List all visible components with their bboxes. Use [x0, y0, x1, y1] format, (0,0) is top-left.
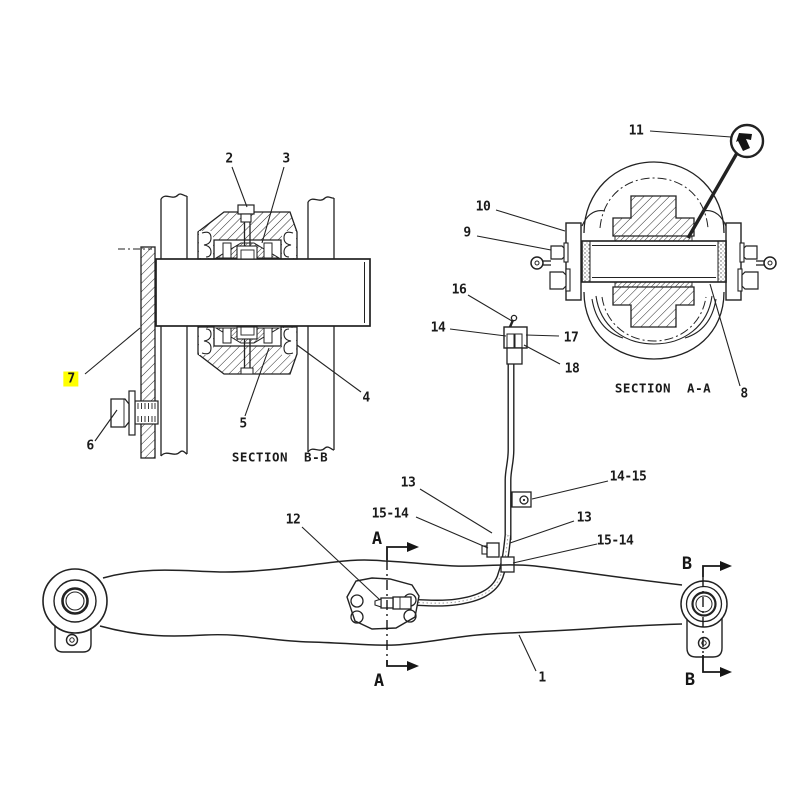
- callout-17[interactable]: 17: [563, 330, 579, 346]
- equalizer-bar: [42, 559, 728, 658]
- clamp-14-15: [511, 491, 532, 508]
- retainer-bolt: [237, 204, 255, 246]
- pad-grease-fitting: [374, 596, 412, 610]
- pin-bolts-left: [530, 242, 571, 292]
- section-bb-view: [110, 193, 371, 459]
- callout-18[interactable]: 18: [564, 361, 580, 377]
- cotter-ring-right: [763, 256, 777, 270]
- bearing-internals-upper: [199, 231, 296, 260]
- bar-top-edge: [102, 559, 683, 586]
- section-bb-label: SECTION B-B: [231, 449, 329, 465]
- bearing-housing-upper: [197, 211, 298, 260]
- left-eye: [42, 568, 108, 634]
- callout-15-14b[interactable]: 15-14: [596, 533, 634, 549]
- callout-13a[interactable]: 13: [400, 475, 416, 491]
- bar-boss-upper: [612, 195, 695, 237]
- bar-bottom-edge: [99, 623, 683, 646]
- clamp-15-14-upper: [481, 542, 500, 558]
- plate-bolt: [110, 390, 159, 436]
- pivot-pin: [581, 240, 727, 283]
- bearing-internals-lower: [199, 326, 296, 375]
- callout-8[interactable]: 8: [740, 386, 748, 402]
- callout-9[interactable]: 9: [463, 225, 471, 241]
- grease-line-assembly: [409, 314, 532, 607]
- callout-1[interactable]: 1: [538, 670, 546, 686]
- callout-13b[interactable]: 13: [576, 510, 592, 526]
- pad-hole: [350, 610, 364, 624]
- callout-11[interactable]: 11: [628, 123, 644, 139]
- bearing-housing-lower: [197, 326, 298, 375]
- section-marker-b-bottom: B: [684, 670, 696, 690]
- section-aa-view: [530, 123, 777, 360]
- section-line-b: [702, 561, 732, 677]
- callout-7[interactable]: 7: [63, 371, 79, 387]
- callout-2[interactable]: 2: [225, 151, 233, 167]
- section-marker-a-top: A: [371, 529, 383, 549]
- detail-bubble: [686, 123, 765, 239]
- grease-tube: [504, 364, 515, 540]
- section-marker-b-top: B: [681, 554, 693, 574]
- callout-5[interactable]: 5: [239, 416, 247, 432]
- grease-fitting-block: [503, 314, 528, 365]
- callout-14[interactable]: 14: [430, 320, 446, 336]
- cotter-ring-left: [530, 256, 544, 270]
- section-line-a: [386, 542, 419, 671]
- callout-12[interactable]: 12: [285, 512, 301, 528]
- callout-14-15[interactable]: 14-15: [609, 469, 647, 485]
- callout-3[interactable]: 3: [282, 151, 290, 167]
- section-marker-a-bottom: A: [373, 671, 385, 691]
- callout-15-14a[interactable]: 15-14: [371, 506, 409, 522]
- bar-boss-lower: [612, 286, 695, 328]
- aa-housing-outline: [581, 161, 727, 360]
- callout-16[interactable]: 16: [451, 282, 467, 298]
- callout-4[interactable]: 4: [362, 390, 370, 406]
- section-aa-label: SECTION A-A: [614, 380, 712, 396]
- leader-lines: [84, 130, 741, 672]
- callout-10[interactable]: 10: [475, 199, 491, 215]
- pad-hole: [350, 594, 364, 608]
- grease-zerk: [510, 314, 518, 322]
- pad-hole: [403, 609, 417, 623]
- callout-6[interactable]: 6: [86, 438, 94, 454]
- pin-bolts-right: [737, 242, 777, 292]
- right-eye: [680, 580, 728, 628]
- seal-cross-section-icon: [736, 133, 752, 151]
- pivot-shaft: [155, 258, 371, 327]
- mounting-plate: [140, 246, 156, 459]
